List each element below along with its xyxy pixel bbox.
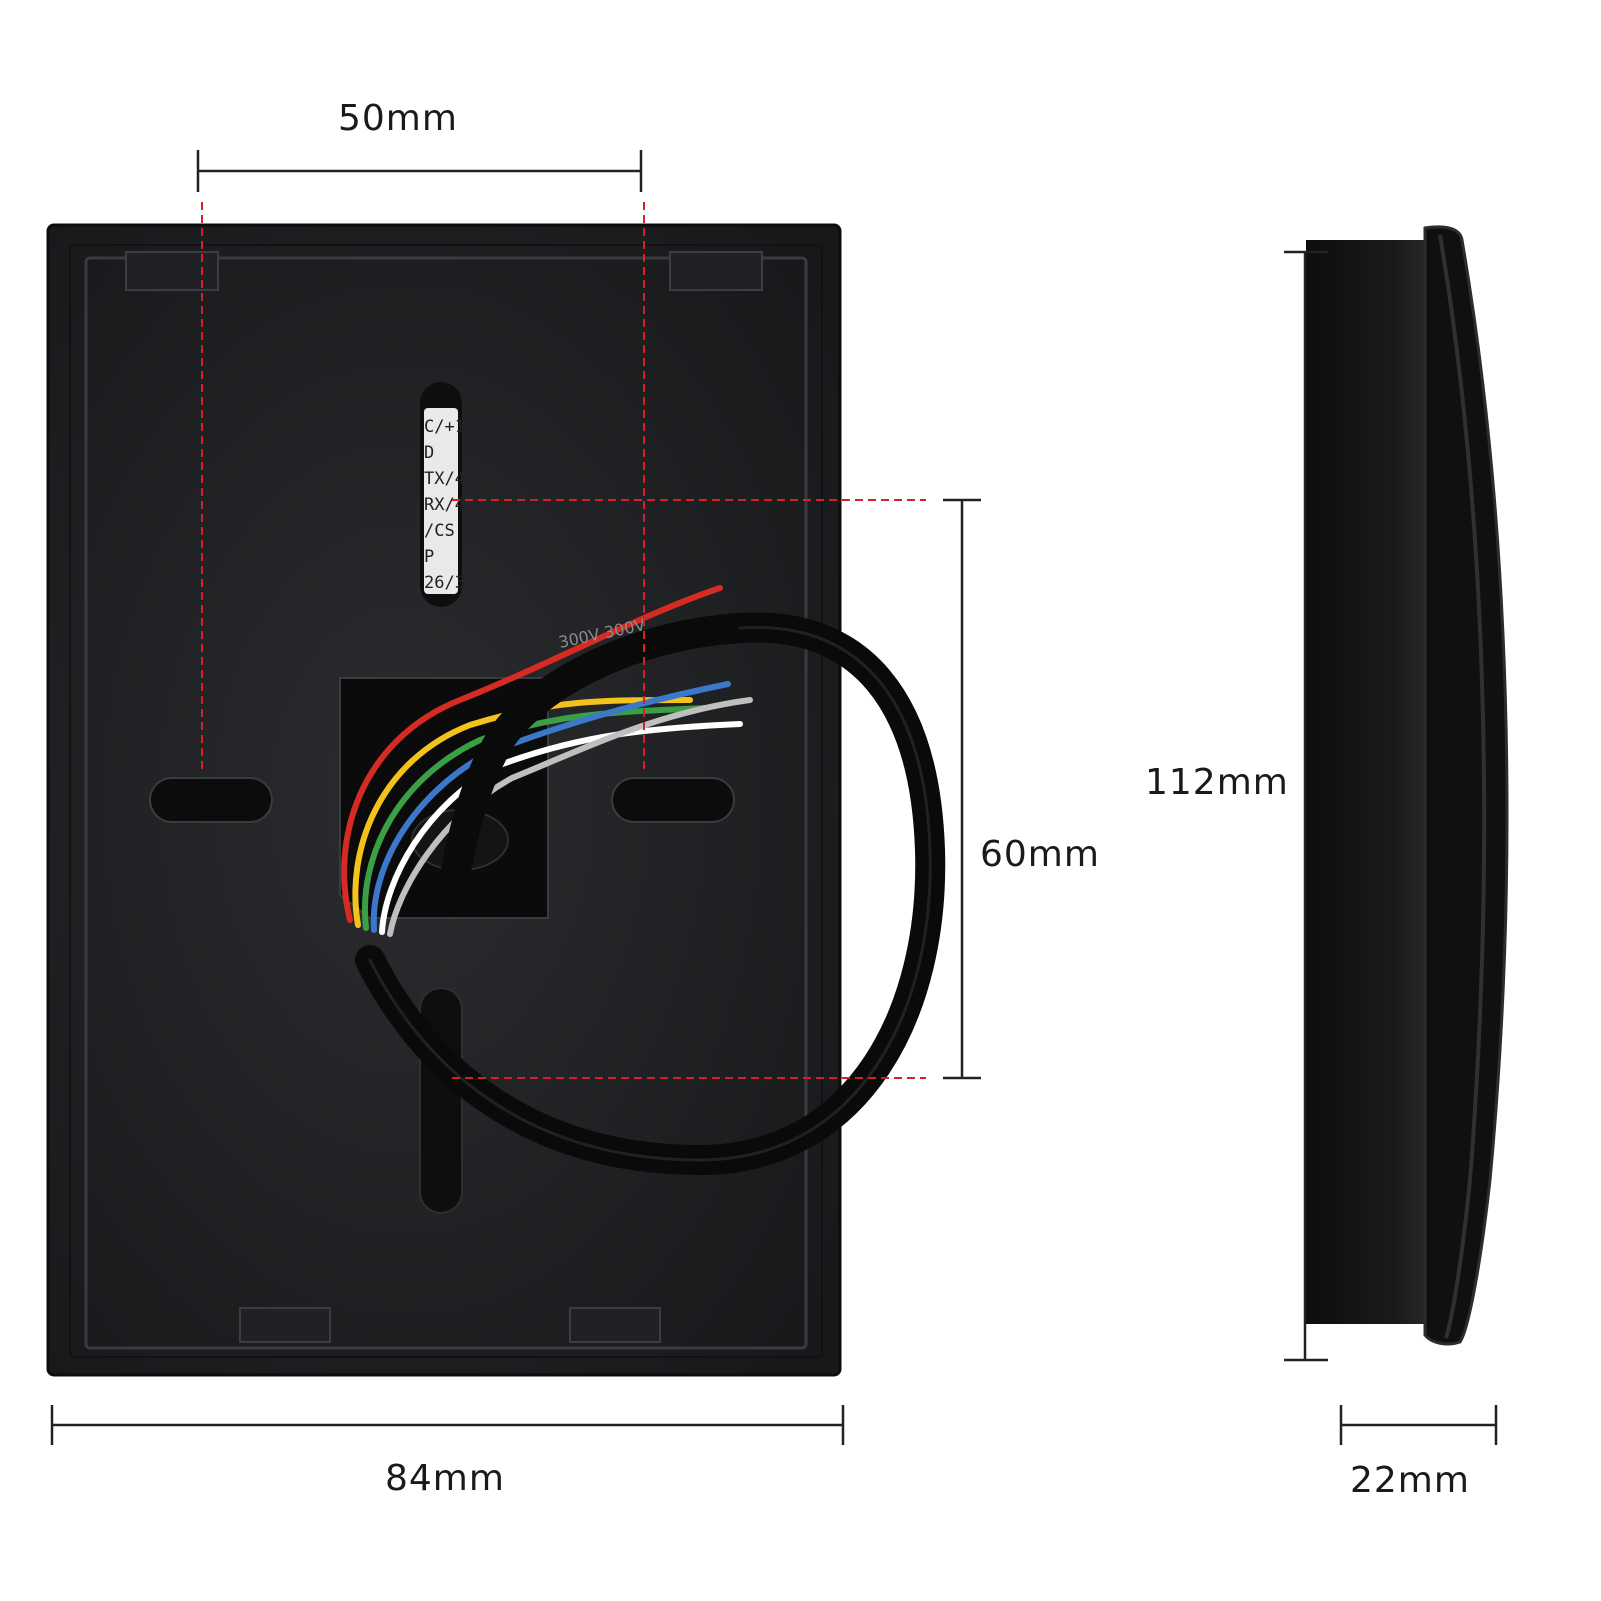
dimension-label-depth: 22mm — [1350, 1460, 1470, 1501]
label-line: C/+12 — [424, 417, 475, 437]
reader-inner-panel — [84, 256, 808, 1350]
side-body — [1306, 240, 1436, 1324]
reader-side-view — [1306, 225, 1509, 1346]
mounting-hole-right — [611, 777, 735, 823]
mounting-hole-left — [149, 777, 273, 823]
dimension-label-total-height: 112mm — [1145, 762, 1289, 803]
reader-back-view: C/+12 D TX/4 RX/4 /CS P 26/3 300V 300V — [46, 223, 946, 1377]
dimension-label-width: 84mm — [385, 1458, 505, 1499]
side-front-curve — [1423, 225, 1509, 1346]
label-line: D — [424, 443, 434, 463]
bottom-clip-right — [569, 1307, 661, 1343]
label-line: RX/4 — [424, 495, 465, 515]
label-line: /CS — [424, 521, 455, 541]
guide-lines — [201, 202, 926, 1079]
dimension-label-hole-spacing: 50mm — [338, 98, 458, 139]
label-window — [424, 408, 458, 594]
bottom-clip-left — [239, 1307, 331, 1343]
dimension-label-hole-height: 60mm — [980, 834, 1100, 875]
top-clip-right — [669, 251, 763, 291]
label-line: P — [424, 547, 434, 567]
top-clip-left — [125, 251, 219, 291]
label-line: 26/3 — [424, 573, 465, 593]
dimension-lines — [50, 150, 1498, 1445]
label-line: TX/4 — [424, 469, 465, 489]
